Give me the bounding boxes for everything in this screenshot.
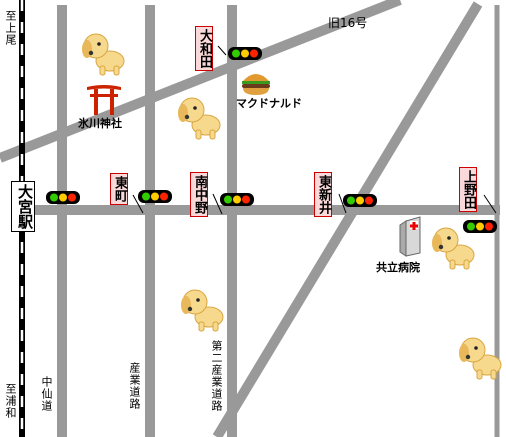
- burger-icon: [242, 74, 270, 95]
- pointer-kaminoda: [483, 194, 497, 214]
- road-label-old16: 旧16号: [328, 16, 368, 30]
- pointer-minaminakano: [212, 193, 223, 215]
- dog-icon: [181, 289, 224, 332]
- intersection-sign-kaminoda: 上野田: [459, 167, 477, 212]
- traffic-light-icon: [138, 190, 172, 203]
- dog-icon: [82, 33, 125, 76]
- traffic-light-icon: [46, 191, 80, 204]
- dog-icon: [432, 227, 475, 270]
- traffic-lights: [46, 47, 497, 233]
- landmark-label-mcdonalds: マクドナルド: [236, 97, 302, 110]
- landmark-label-hospital: 共立病院: [376, 261, 420, 274]
- dog-icon: [178, 97, 221, 140]
- dog-icon: [459, 337, 502, 380]
- rail-south-label: 至浦和: [4, 383, 17, 419]
- pointer-ohwada: [217, 45, 227, 56]
- traffic-light-icon: [228, 47, 262, 60]
- road-label-daini-sangyo: 第二産業道路: [210, 340, 223, 412]
- intersection-sign-higashimachi: 東町: [110, 173, 128, 205]
- pointer-higashimachi: [132, 194, 144, 214]
- station-label: 大宮駅: [11, 181, 35, 232]
- torii-icon: [87, 85, 121, 115]
- rail-north-label: 至上尾: [4, 10, 17, 46]
- intersection-sign-higashiarai: 東新井: [314, 172, 332, 217]
- landmark-label-hikawa: 氷川神社: [78, 117, 122, 130]
- intersection-sign-minaminakano: 南中野: [190, 172, 208, 217]
- traffic-light-icon: [220, 193, 254, 206]
- traffic-light-icon: [463, 220, 497, 233]
- road-diagonal: [212, 1, 483, 437]
- hospital-icon: [399, 216, 421, 257]
- intersection-sign-ohwada: 大和田: [195, 26, 213, 71]
- road-label-nakasendo: 中仙道: [40, 376, 53, 412]
- road-label-sangyo: 産業道路: [128, 362, 141, 410]
- pointer-higashiarai: [338, 193, 347, 214]
- traffic-light-icon: [343, 194, 377, 207]
